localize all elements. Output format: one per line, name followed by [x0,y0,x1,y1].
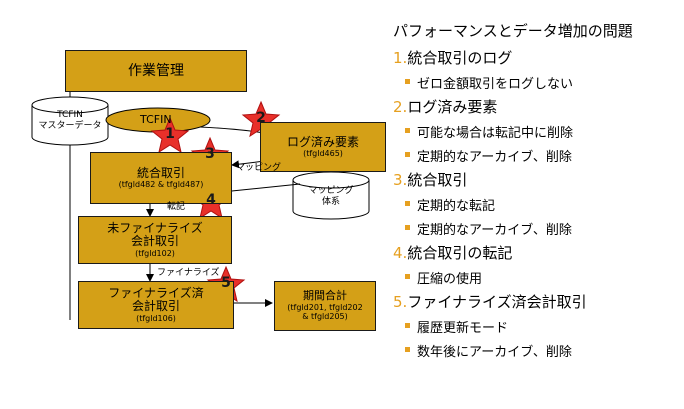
arrow-mapping-to-integrated [221,183,301,196]
tcfin-master-cylinder [31,96,109,146]
star-1 [150,116,190,154]
finalized-label-1: ファイナライズ済 [108,285,204,300]
outline-bullet-3-2-text: 定期的なアーカイブ、削除 [417,223,572,238]
tcfin-master-line2: マスターデータ [38,120,102,131]
outline-bullet-5-2: 数年後にアーカイブ、削除 [405,341,683,360]
finalized-label-2: 会計取引 [131,299,180,314]
outline-item-4: 4.統合取引の転記 [393,242,683,263]
work-management-box: 作業管理 [65,50,247,92]
outline-bullet-4-1-text: 圧縮の使用 [417,272,483,287]
outline-bullet-3-1-text: 定期的な転記 [417,199,496,214]
bullet-icon [405,128,410,133]
tcfin-master-line1: TCFIN [57,110,83,120]
outline-bullet-4-1: 圧縮の使用 [405,268,683,287]
star-5-number: 5 [221,275,231,291]
finalize-edge-label: ファイナライズ [157,268,220,278]
outline-bullet-2-1: 可能な場合は転記中に削除 [405,122,683,141]
bullet-icon [405,201,410,206]
integrated-transactions-label: 統合取引 [136,165,185,180]
outline-item-4-num: 4. [393,244,408,262]
outline-item-2: 2.ログ済み要素 [393,96,683,117]
outline-bullet-5-1: 履歴更新モード [405,317,683,336]
outline-item-2-label: ログ済み要素 [407,98,498,116]
outline-bullet-1-1-text: ゼロ金額取引をログしない [417,77,574,92]
outline-bullet-2-2-text: 定期的なアーカイブ、削除 [417,150,572,165]
outline-bullet-5-2-text: 数年後にアーカイブ、削除 [417,345,572,360]
bullet-icon [405,152,410,157]
outline-item-5: 5.ファイナライズ済会計取引 [393,291,683,312]
bullet-icon [405,323,410,328]
outline-item-1-label: 統合取引のログ [407,49,513,67]
period-totals-sub2: & tfgld205) [302,312,348,322]
outline-bullet-5-1-text: 履歴更新モード [417,321,509,336]
outline-item-3: 3.統合取引 [393,169,683,190]
bullet-icon [405,274,410,279]
logged-elements-sub: (tfgld465) [303,149,343,159]
integrated-transactions-box: 統合取引 (tfgld482 & tfgld487) [90,152,232,204]
period-totals-box: 期間合計 (tfgld201, tfgld202 & tfgld205) [274,281,376,331]
work-management-label: 作業管理 [128,62,184,79]
outline-bullet-3-2: 定期的なアーカイブ、削除 [405,219,683,238]
posting-edge-label: 転記 [167,202,186,212]
unfinalized-transactions-box: 未ファイナライズ 会計取引 (tfgld102) [78,216,232,264]
logged-elements-label: ログ済み要素 [286,134,359,149]
star-3-number: 3 [205,146,215,162]
mapping-system-line1: マッピング [308,186,354,196]
star-2-number: 2 [256,110,266,126]
bullet-icon [405,347,410,352]
outline-item-1: 1.統合取引のログ [393,47,683,68]
unfinalized-label-2: 会計取引 [130,234,179,249]
unfinalized-sub: (tfgld102) [135,249,175,259]
period-totals-sub: (tfgld201, tfgld202 [287,303,363,313]
mapping-system-db: マッピング 体系 [293,186,369,208]
outline-item-3-label: 統合取引 [407,171,468,189]
star-1-number: 1 [165,126,175,142]
mapping-edge-label: マッピング [236,163,282,173]
tcfin-master-db: TCFIN マスターデータ [32,110,108,132]
outline-item-4-label: 統合取引の転記 [407,244,513,262]
bullet-icon [405,79,410,84]
outline-item-5-label: ファイナライズ済会計取引 [407,293,587,311]
period-totals-label: 期間合計 [303,289,347,303]
issues-outline: パフォーマンスとデータ増加の問題 1.統合取引のログ ゼロ金額取引をログしない … [393,20,683,360]
unfinalized-label-1: 未ファイナライズ [107,220,203,235]
mapping-system-line2: 体系 [321,196,340,207]
outline-item-3-num: 3. [393,171,408,189]
finalized-transactions-box: ファイナライズ済 会計取引 (tfgld106) [78,281,234,329]
mapping-system-cylinder [292,171,370,220]
outline-item-5-num: 5. [393,293,408,311]
outline-title: パフォーマンスとデータ増加の問題 [393,22,633,40]
outline-bullet-1-1: ゼロ金額取引をログしない [405,73,683,92]
tcfin-oval-label: TCFIN [140,113,172,126]
outline-bullet-2-1-text: 可能な場合は転記中に削除 [417,126,574,141]
integrated-transactions-sub: (tfgld482 & tfgld487) [118,180,204,190]
finalized-sub: (tfgld106) [136,314,176,324]
outline-bullet-2-2: 定期的なアーカイブ、削除 [405,146,683,165]
outline-bullet-3-1: 定期的な転記 [405,195,683,214]
outline-item-2-num: 2. [393,98,408,116]
logged-elements-box: ログ済み要素 (tfgld465) [260,122,386,172]
bullet-icon [405,225,410,230]
star-4-number: 4 [206,192,216,208]
outline-item-1-num: 1. [393,49,408,67]
